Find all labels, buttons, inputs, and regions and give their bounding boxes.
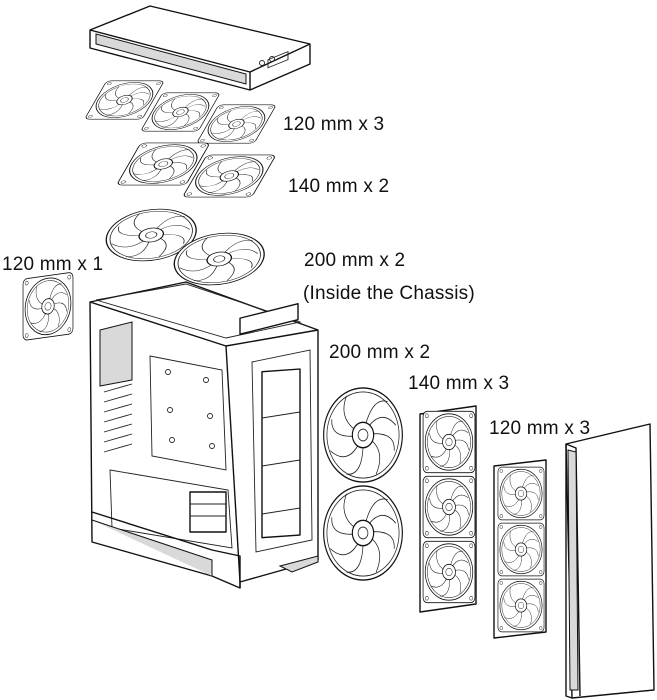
front-fans-120 (493, 459, 547, 639)
label-inside-200: 200 mm x 2 (304, 250, 406, 271)
label-side-200: 200 mm x 2 (329, 342, 431, 363)
rear-fan-120 (22, 271, 74, 342)
label-front-140: 140 mm x 3 (408, 373, 510, 394)
label-top-140: 140 mm x 2 (288, 176, 390, 197)
label-front-120: 120 mm x 3 (489, 418, 591, 439)
front-panel (565, 423, 655, 699)
front-fans-140 (419, 405, 477, 613)
label-rear-120: 120 mm x 1 (2, 254, 104, 275)
label-inside-note: (Inside the Chassis) (303, 283, 475, 304)
inside-fans-200 (97, 208, 273, 286)
top-fans-140 (116, 142, 277, 198)
top-cover (89, 5, 311, 91)
top-fans-120 (84, 80, 277, 144)
label-top-120: 120 mm x 3 (283, 114, 385, 135)
side-fans-200 (322, 387, 404, 581)
chassis (89, 281, 319, 589)
